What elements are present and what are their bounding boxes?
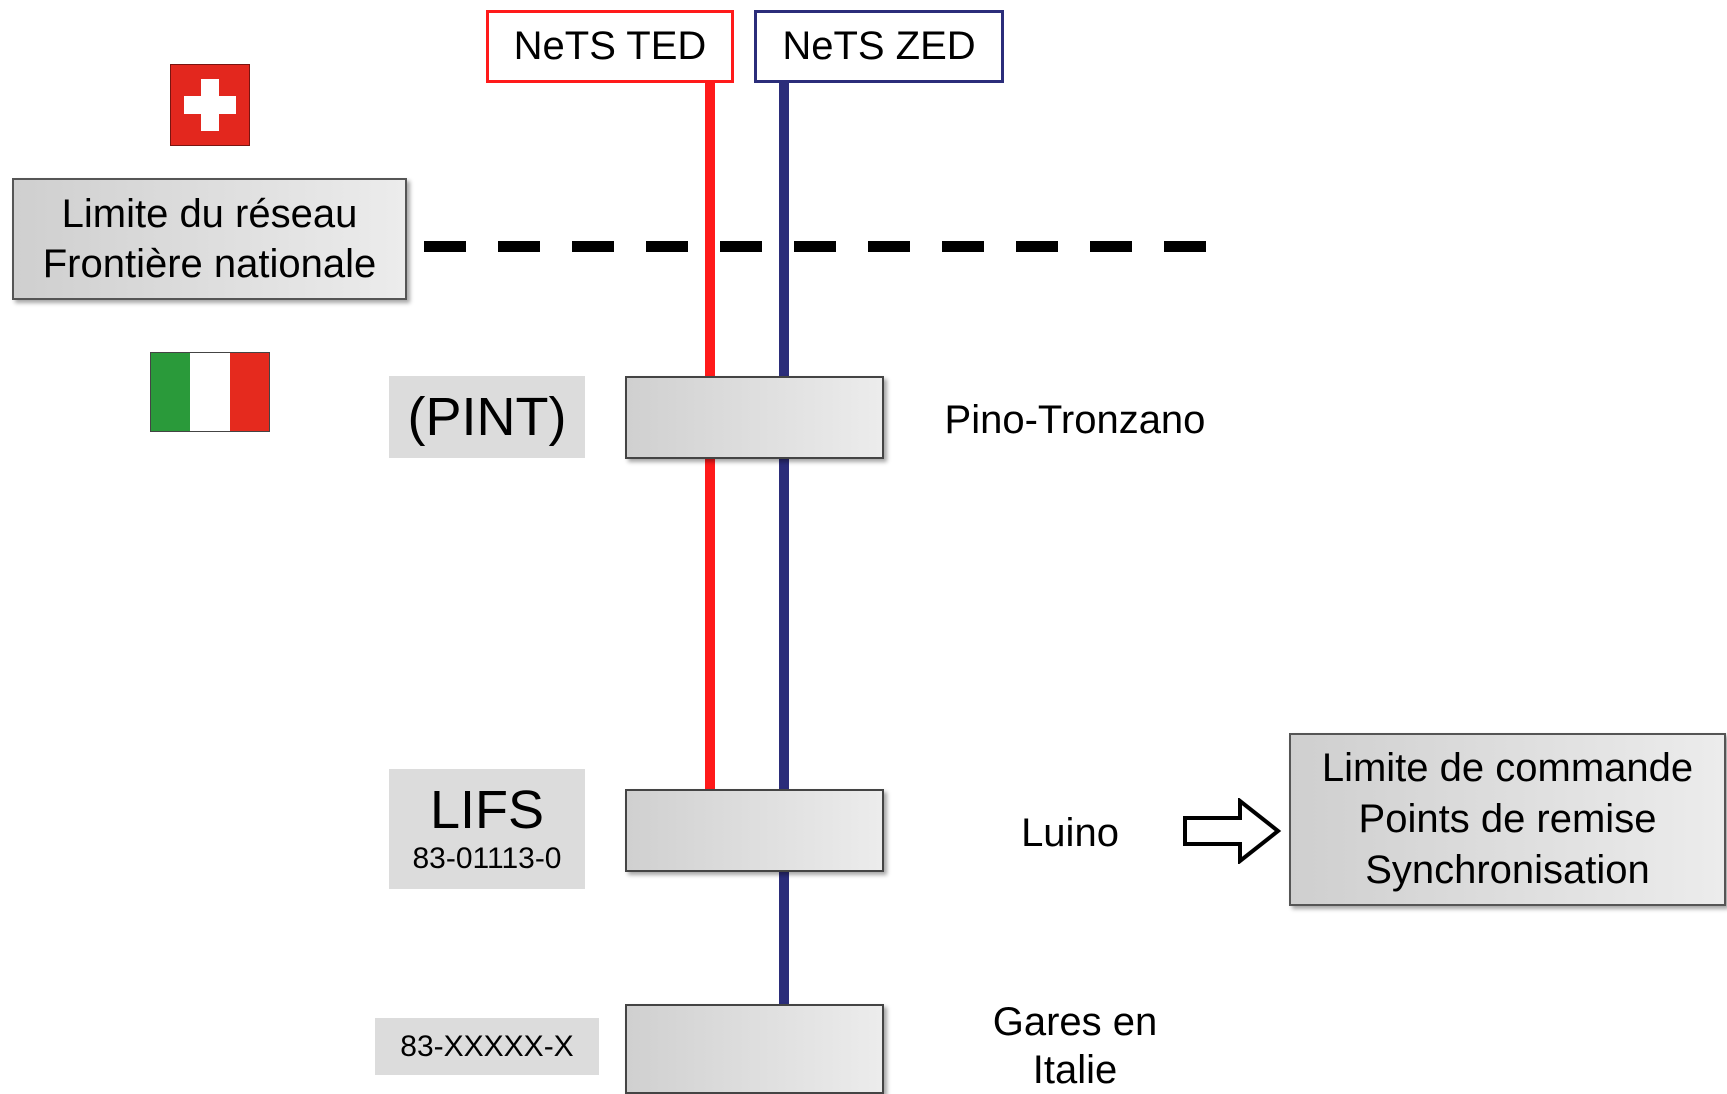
italian-flag-icon xyxy=(150,352,270,432)
station-code-pint: (PINT) xyxy=(389,376,585,458)
legend-nets-ted: NeTS TED xyxy=(486,10,734,83)
station-box-luino xyxy=(625,789,884,872)
station-box-pino-tronzano xyxy=(625,376,884,459)
station-name-italy: Gares en Italie xyxy=(992,1000,1158,1092)
station-code-label: LIFS xyxy=(429,780,545,840)
station-name-luino: Luino xyxy=(1021,811,1119,855)
nets-zed-line xyxy=(779,83,789,1008)
national-border-label: Frontière nationale xyxy=(42,242,377,286)
station-box-italy xyxy=(625,1004,884,1094)
legend-nets-zed-label: NeTS ZED xyxy=(782,24,976,68)
station-code-label: (PINT) xyxy=(407,387,567,447)
station-number-label: 83-01113-0 xyxy=(412,842,562,875)
swiss-flag-icon xyxy=(170,64,250,146)
network-limit-label: Limite du réseau xyxy=(61,192,358,236)
legend-nets-zed: NeTS ZED xyxy=(754,10,1004,83)
station-number-italy: 83-XXXXX-X xyxy=(375,1018,599,1075)
synchronisation-label: Synchronisation xyxy=(1365,848,1650,892)
right-arrow-icon xyxy=(1183,798,1282,864)
station-name-pino-tronzano: Pino-Tronzano xyxy=(944,398,1206,442)
station-number-label: 83-XXXXX-X xyxy=(400,1029,574,1063)
station-code-lifs: LIFS 83-01113-0 xyxy=(389,769,585,889)
legend-nets-ted-label: NeTS TED xyxy=(513,24,707,68)
command-limit-label: Limite de commande xyxy=(1321,746,1694,790)
handover-points-label: Points de remise xyxy=(1358,797,1657,841)
command-limit-box: Limite de commande Points de remise Sync… xyxy=(1289,733,1726,906)
network-limit-box: Limite du réseau Frontière nationale xyxy=(12,178,407,300)
